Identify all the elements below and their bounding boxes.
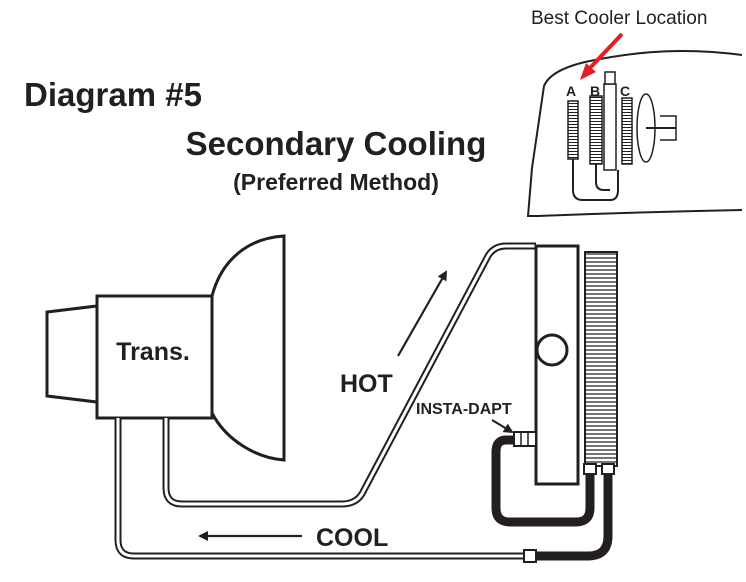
inset-cooler-a (567, 100, 579, 160)
inset-label-c: C (620, 83, 630, 99)
cooler-hoses (491, 435, 613, 561)
auxiliary-cooler (584, 251, 618, 467)
inset-body-outline (526, 49, 743, 217)
transmission-label: Trans. (116, 338, 190, 366)
transmission-case (95, 294, 214, 420)
insta-dapt-arrow (491, 419, 514, 434)
cool-line (114, 418, 530, 560)
radiator-inlet (535, 333, 569, 367)
inset-hose-b (595, 164, 610, 191)
transmission-bell-housing (210, 234, 286, 462)
inset-label-b: B (590, 83, 600, 99)
inset-cooler-b (589, 95, 603, 165)
diagram-title: Diagram #5 (24, 76, 202, 113)
best-location-callout: Best Cooler Location (531, 8, 707, 29)
inset-fan (636, 93, 677, 163)
hot-flow-arrow (397, 270, 447, 357)
cooler-fitting-right (601, 463, 615, 475)
inset-radiator-cap (604, 71, 616, 85)
insta-dapt-fitting (513, 431, 537, 447)
callout-arrow (580, 32, 624, 80)
hot-line (162, 242, 536, 508)
inset-label-a: A (566, 83, 576, 99)
hose-loop (491, 435, 595, 527)
diagram-subtitle: Secondary Cooling (186, 125, 487, 162)
fittings (513, 431, 615, 563)
inset-hose (572, 159, 619, 201)
inset-radiator-tank (603, 83, 617, 171)
diagram-subtitle-note: (Preferred Method) (233, 169, 439, 195)
cooler-fitting-left (583, 463, 597, 475)
return-line-fitting (523, 549, 537, 563)
inset-vehicle-front: A B C (526, 49, 743, 217)
radiator (534, 244, 580, 486)
inset-cooler-c (621, 97, 633, 165)
transmission: Trans. (45, 234, 286, 462)
transmission-tail-housing (45, 304, 99, 404)
hot-label: HOT (340, 370, 393, 398)
hose-return (532, 470, 613, 561)
insta-dapt-label: INSTA-DAPT (416, 401, 512, 418)
cool-label: COOL (316, 524, 388, 552)
